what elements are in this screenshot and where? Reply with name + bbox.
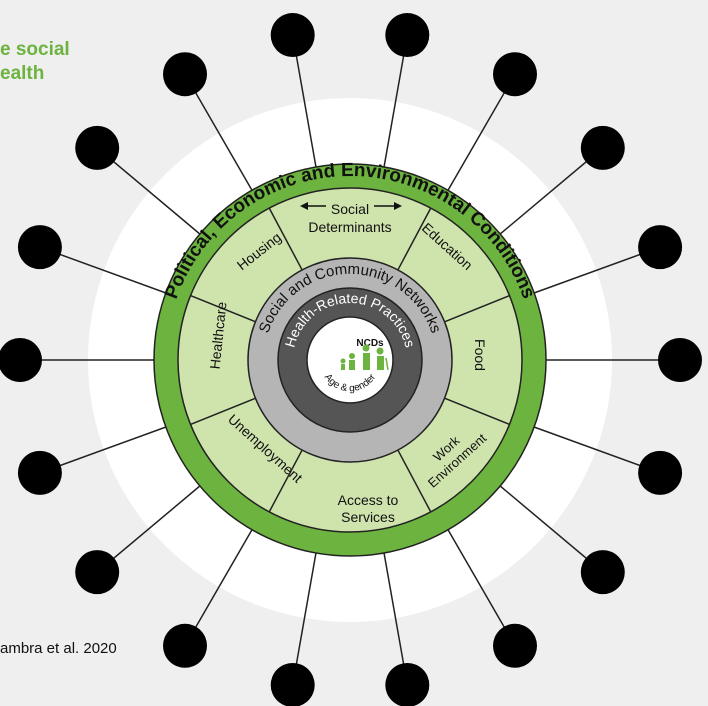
spoke-dot	[75, 125, 120, 170]
segment-divider	[444, 397, 510, 426]
spoke-dot	[0, 338, 42, 382]
spoke-line	[291, 34, 318, 174]
spoke-dot	[638, 225, 683, 270]
spoke-line	[96, 147, 205, 239]
spoke-line	[39, 246, 172, 296]
spoke-dot	[17, 225, 62, 270]
social-determinants-line2: Determinants	[308, 219, 391, 235]
spoke-line	[495, 481, 604, 573]
spoke-line	[184, 73, 256, 196]
spoke-line	[444, 524, 516, 647]
spoke-dot	[493, 623, 537, 668]
people-icon	[340, 344, 389, 371]
spoke-dot	[163, 52, 207, 97]
heading-line-1: e social	[0, 39, 70, 60]
spoke-dot	[385, 13, 430, 58]
spoke-dot	[638, 450, 683, 495]
segment-divider	[397, 207, 432, 271]
spokes	[0, 13, 702, 706]
spoke-line	[444, 73, 516, 196]
segment-divider	[190, 397, 256, 426]
spoke-line	[528, 246, 661, 296]
spoke-dot	[580, 125, 625, 170]
heading-title: e social ealth	[0, 38, 70, 86]
spoke-line	[495, 147, 604, 239]
segment-divider	[397, 449, 432, 513]
segment-divider	[268, 207, 303, 271]
spoke-dot	[17, 450, 62, 495]
spoke-dot	[385, 662, 430, 706]
segment-divider	[444, 294, 510, 323]
access-line1: Access to	[338, 492, 399, 508]
spoke-dot	[493, 52, 537, 97]
social-determinants-arrows	[300, 202, 402, 210]
spoke-dot	[270, 662, 315, 706]
heading-line-2: ealth	[0, 63, 45, 84]
spoke-dot	[75, 550, 120, 595]
spoke-line	[382, 546, 409, 686]
spoke-line	[39, 424, 172, 474]
segment-divider	[190, 294, 256, 323]
spoke-line	[291, 546, 318, 686]
spoke-dot	[580, 550, 625, 595]
spoke-dot	[163, 623, 207, 668]
spoke-line	[96, 481, 205, 573]
spoke-line	[184, 524, 256, 647]
citation: ambra et al. 2020	[0, 640, 117, 657]
center-ncds: NCDs	[356, 338, 384, 349]
segment-divider	[268, 449, 303, 513]
social-determinants-line1: Social	[331, 201, 369, 217]
spoke-line	[528, 424, 661, 474]
segment-healthcare: Healthcare	[207, 301, 230, 370]
segment-dividers	[190, 207, 510, 513]
access-line2: Services	[341, 509, 395, 525]
spoke-dot	[658, 338, 702, 382]
spoke-line	[382, 34, 409, 174]
spoke-dot	[270, 13, 315, 58]
segment-food: Food	[472, 339, 488, 371]
